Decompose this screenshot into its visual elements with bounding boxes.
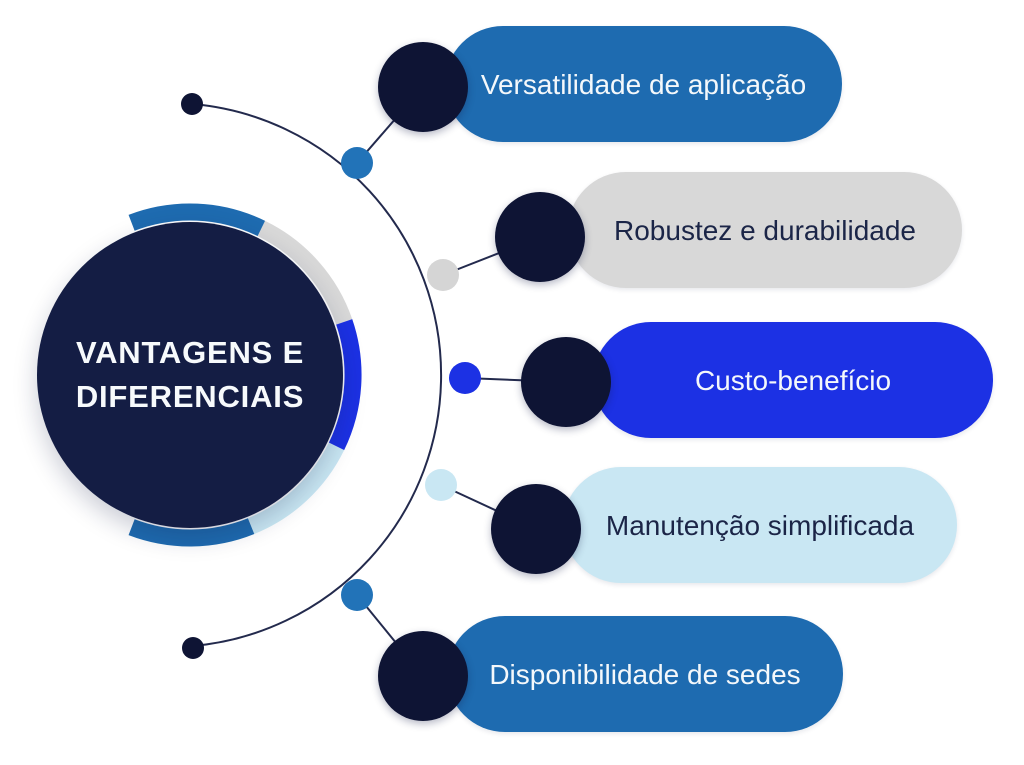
pill-manutencao: Manutenção simplificada (563, 467, 957, 583)
pill-custo-beneficio: Custo-benefício (593, 322, 993, 438)
pill-versatilidade: Versatilidade de aplicação (445, 26, 842, 142)
arc-node-bright-blue (449, 362, 481, 394)
pill-manutencao-label: Manutenção simplificada (605, 509, 915, 541)
pill-node-custo-beneficio (521, 337, 611, 427)
ring-segment-light-blue (247, 442, 345, 534)
ring-segment-gray (257, 220, 353, 325)
pill-node-robustez (495, 192, 585, 282)
ring-segment-bright-blue (328, 319, 362, 451)
arc-node-blue-2 (341, 579, 373, 611)
pill-robustez: Robustez e durabilidade (568, 172, 962, 288)
pill-node-versatilidade (378, 42, 468, 132)
pill-node-disponibilidade (378, 631, 468, 721)
arc-node-blue-1 (341, 147, 373, 179)
arc-endpoint-dot-top (181, 93, 203, 115)
pill-disponibilidade: Disponibilidade de sedes (447, 616, 843, 732)
central-title-line2: DIFERENCIAIS (75, 379, 305, 414)
pill-node-manutencao (491, 484, 581, 574)
ring-segment-top-blue (128, 203, 266, 237)
ring-segment-bottom-blue (128, 518, 255, 547)
pill-disponibilidade-label: Disponibilidade de sedes (489, 658, 801, 690)
pill-robustez-label: Robustez e durabilidade (614, 214, 916, 246)
connector-arc (192, 103, 443, 647)
pill-custo-beneficio-label: Custo-benefício (694, 364, 892, 396)
central-title-line1: VANTAGENS E (75, 335, 305, 370)
arc-endpoint-dot-bottom (182, 637, 204, 659)
central-circle: VANTAGENS E DIFERENCIAIS (37, 222, 343, 528)
pill-versatilidade-label: Versatilidade de aplicação (480, 68, 807, 100)
arc-node-gray (427, 259, 459, 291)
arc-node-light-blue (425, 469, 457, 501)
